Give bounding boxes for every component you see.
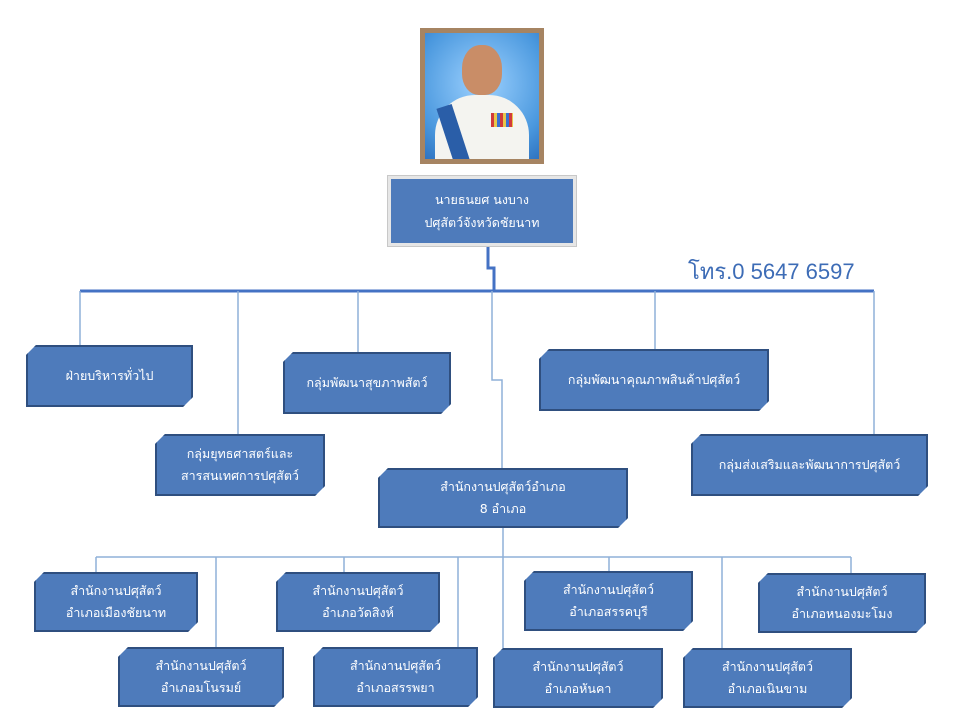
district-muang-chainat: สำนักงานปศุสัตว์ อำเภอเมืองชัยนาท <box>34 572 198 632</box>
group-product-quality: กลุ่มพัฒนาคุณภาพสินค้าปศุสัตว์ <box>539 349 769 411</box>
district-manorom: สำนักงานปศุสัตว์ อำเภอมโนรมย์ <box>118 647 284 707</box>
face <box>462 45 502 95</box>
district-sankhaburi: สำนักงานปศุสัตว์ อำเภอสรรคบุรี <box>524 571 693 631</box>
group-strategy: กลุ่มยุทธศาสตร์และ สารสนเทศการปศุสัตว์ <box>155 434 325 496</box>
group-animal-health: กลุ่มพัฒนาสุขภาพสัตว์ <box>283 352 451 414</box>
district-wat-sing: สำนักงานปศุสัตว์ อำเภอวัดสิงห์ <box>276 572 440 632</box>
director-box: นายธนยศ นงบาง ปศุสัตว์จังหวัดชัยนาท <box>388 176 576 246</box>
district-noen-kham: สำนักงานปศุสัตว์ อำเภอเนินขาม <box>683 648 852 708</box>
phone-number: โทร.0 5647 6597 <box>688 259 855 284</box>
district-sapphaya: สำนักงานปศุสัตว์ อำเภอสรรพยา <box>313 647 478 707</box>
director-position: ปศุสัตว์จังหวัดชัยนาท <box>424 215 540 230</box>
director-name: นายธนยศ นงบาง <box>434 192 529 207</box>
group-general-admin: ฝ่ายบริหารทั่วไป <box>26 345 193 407</box>
district-hankha: สำนักงานปศุสัตว์ อำเภอหันคา <box>493 648 663 708</box>
drop-district-offices <box>491 291 503 468</box>
director-photo <box>420 28 544 164</box>
head-connector <box>486 246 496 290</box>
district-nong-mamong: สำนักงานปศุสัตว์ อำเภอหนองมะโมง <box>758 573 926 633</box>
medals <box>491 113 513 127</box>
group-promotion: กลุ่มส่งเสริมและพัฒนาการปศุสัตว์ <box>691 434 928 496</box>
group-district-offices: สำนักงานปศุสัตว์อำเภอ 8 อำเภอ <box>378 468 628 528</box>
